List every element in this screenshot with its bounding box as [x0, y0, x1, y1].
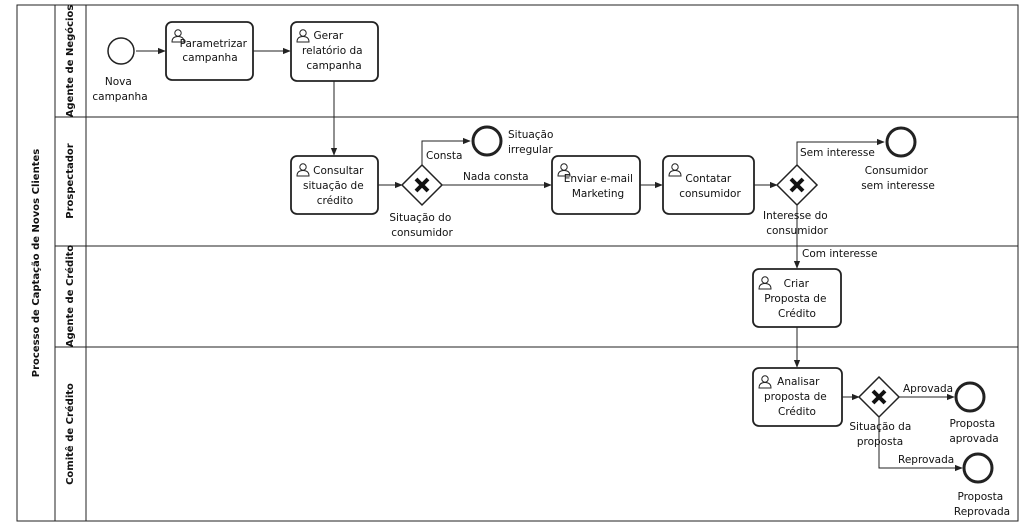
flow-label-reprovada: Reprovada: [898, 454, 954, 466]
task-parametrizar-campanha[interactable]: Parametrizar campanha: [165, 21, 254, 81]
svg-text:Contatar consumidor: Contatar consumidor: [679, 173, 741, 200]
event-label-situacao-irregular: Situação irregular: [508, 129, 557, 156]
event-label-proposta-reprovada: Proposta Reprovada: [954, 491, 1010, 518]
event-label-proposta-aprovada: Proposta aprovada: [949, 418, 998, 445]
task-gerar-relatorio[interactable]: Gerar relatório da campanha: [290, 21, 379, 82]
end-event-proposta-aprovada[interactable]: [954, 381, 986, 413]
end-event-proposta-reprovada[interactable]: [962, 452, 994, 484]
lane-label-prospectador: Prospectador: [65, 143, 76, 219]
flow-gateway2-sem-interesse: [796, 138, 885, 165]
flow-label-aprovada: Aprovada: [903, 383, 953, 395]
svg-text:Analisar proposta de: Analisar proposta de Crédito: [764, 376, 830, 418]
gateway-label-interesse-consumidor: Interesse do consumidor: [763, 210, 831, 237]
gateway-label-situacao-consumidor: Situação do consumidor: [389, 212, 454, 239]
flow-label-nada-consta: Nada consta: [463, 171, 529, 183]
pool-label: Processo de Captação de Novos Clientes: [31, 149, 42, 377]
gateway-label-situacao-proposta: Situação da proposta: [849, 421, 914, 448]
flow-label-consta: Consta: [426, 150, 462, 162]
x-icon: [871, 389, 887, 405]
task-consultar-situacao-credito[interactable]: Consultar situação de crédito: [290, 155, 379, 215]
lane-separators: [55, 116, 1018, 348]
end-event-consumidor-sem-interesse[interactable]: [885, 126, 917, 158]
gateway-situacao-proposta[interactable]: [857, 375, 901, 419]
start-event-nova-campanha[interactable]: [107, 37, 135, 65]
task-contatar-consumidor[interactable]: Contatar consumidor: [662, 155, 755, 215]
pool: Processo de Captação de Novos Clientes: [16, 4, 1019, 522]
svg-text:Enviar e-mail Marketing: Enviar e-mail Marketing: [564, 173, 637, 200]
svg-text:Criar Proposta de: Criar Proposta de Crédito: [764, 278, 830, 320]
x-icon: [414, 177, 430, 193]
event-label-consumidor-sem-interesse: Consumidor sem interesse: [861, 165, 935, 192]
svg-text:Consultar situação de: Consultar situação de crédito: [303, 165, 367, 207]
svg-text:Parametrizar campanha: Parametrizar campanha: [180, 38, 251, 64]
sequence-flows: [136, 47, 963, 472]
gateway-interesse-consumidor[interactable]: [775, 163, 819, 207]
task-criar-proposta-credito[interactable]: Criar Proposta de Crédito: [752, 268, 842, 328]
flow-label-sem-interesse: Sem interesse: [800, 147, 875, 159]
event-label-nova-campanha: Nova campanha: [92, 76, 147, 103]
x-icon: [789, 177, 805, 193]
task-enviar-email-marketing[interactable]: Enviar e-mail Marketing: [551, 155, 641, 215]
flow-label-com-interesse: Com interesse: [802, 248, 877, 260]
lane-label-agente-credito: Agente de Crédito: [64, 245, 76, 348]
end-event-situacao-irregular[interactable]: [471, 125, 503, 157]
svg-text:Gerar relatório da: Gerar relatório da campanha: [302, 30, 366, 72]
gateway-situacao-consumidor[interactable]: [400, 163, 444, 207]
lane-label-comite-credito: Comitê de Crédito: [64, 383, 76, 485]
flow-gateway3-reprovada: [878, 417, 963, 472]
task-analisar-proposta-credito[interactable]: Analisar proposta de Crédito: [752, 367, 843, 427]
lane-label-agente-negocios: Agente de Negócios: [64, 5, 76, 118]
flow-gateway1-irregular: [421, 137, 471, 165]
